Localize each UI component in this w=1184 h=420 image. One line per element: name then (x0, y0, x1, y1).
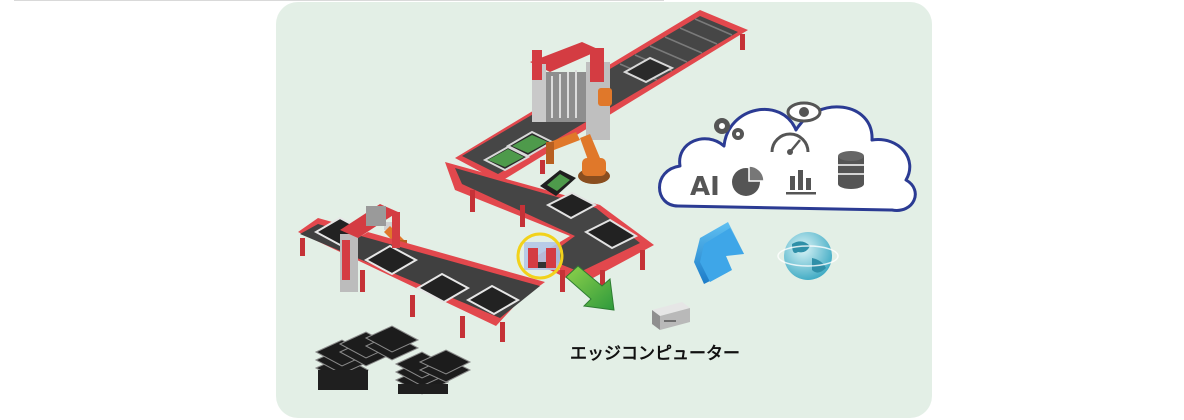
top-divider-line (14, 0, 664, 1)
bar-chart-icon (786, 170, 816, 195)
lower-gate (340, 204, 400, 292)
edge-sensor-highlight (516, 232, 564, 280)
inspection-gate (530, 42, 612, 140)
edge-computer (652, 302, 690, 330)
edge-computer-label: エッジコンピューター (570, 344, 740, 364)
globe-icon (777, 232, 839, 280)
database-icon (838, 151, 864, 189)
product-stacks (314, 325, 472, 395)
lower-conveyor (298, 216, 545, 342)
ai-label: AI (690, 172, 720, 202)
pie-chart-icon (732, 165, 765, 196)
eye-icon (786, 101, 822, 123)
gauge-icon (770, 132, 810, 155)
middle-conveyor (445, 162, 654, 292)
robot-arm-right (540, 132, 610, 196)
cloud-upload-arrow (694, 222, 744, 284)
edge-data-arrow (565, 265, 615, 311)
gears-icon (714, 118, 744, 140)
